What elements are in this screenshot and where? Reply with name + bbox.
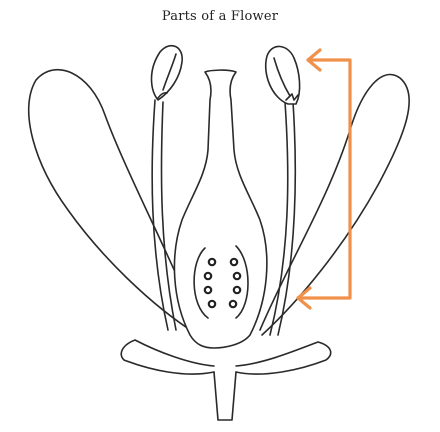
left-stamen-filament	[151, 99, 169, 331]
stalk	[213, 371, 237, 421]
right-anther	[265, 45, 301, 105]
left-petal	[27, 69, 201, 336]
left-sepal	[120, 339, 215, 375]
ovules	[203, 257, 242, 309]
pistil	[173, 69, 268, 349]
left-anther	[150, 44, 183, 101]
right-stamen-filament	[269, 101, 289, 336]
right-sepal	[235, 341, 332, 375]
ovary-chamber	[193, 247, 209, 319]
diagram-title: Parts of a Flower	[161, 9, 279, 24]
right-petal	[259, 73, 410, 336]
stamen-bracket-arrow	[296, 48, 352, 310]
